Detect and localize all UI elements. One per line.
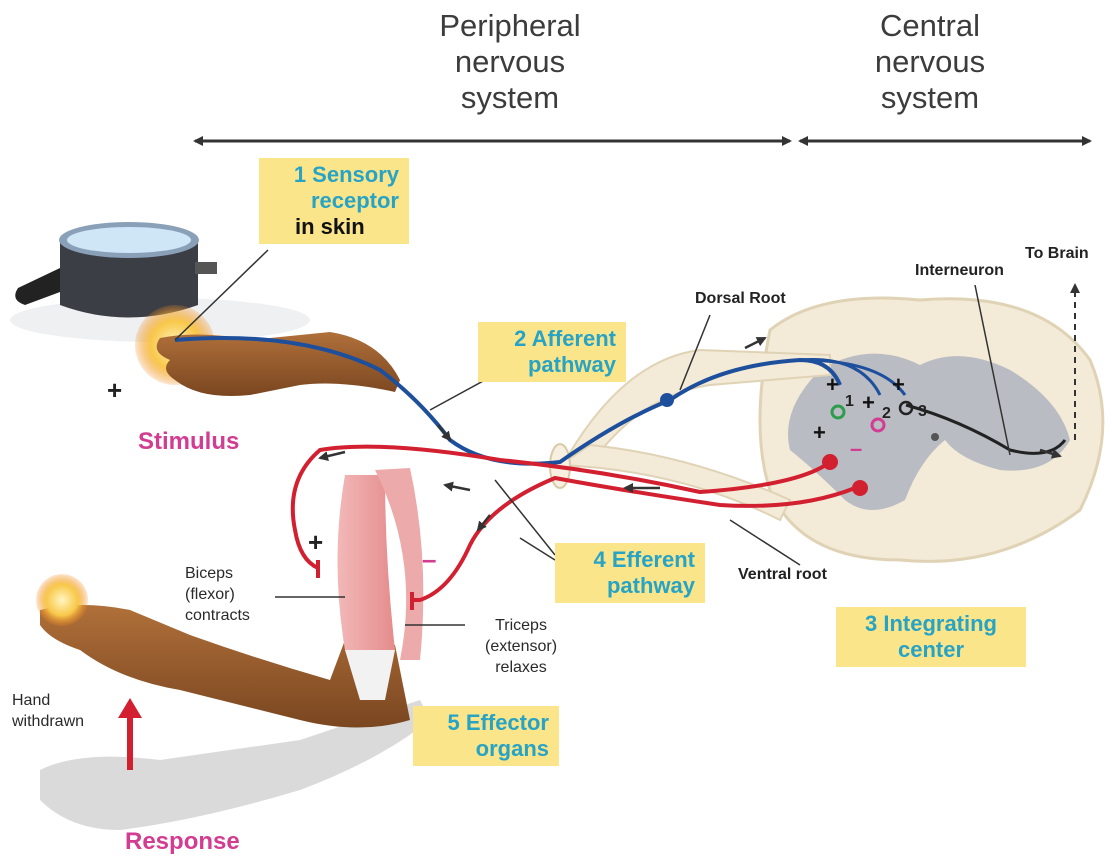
box-sensory-line-2: receptor — [269, 188, 399, 214]
sign-plus-biceps: + — [308, 527, 323, 558]
box-effector-line-1: 5 Effector — [423, 710, 549, 736]
label-triceps-line-1: Triceps — [485, 615, 557, 636]
label-biceps: Biceps (flexor) contracts — [185, 563, 250, 626]
label-response: Response — [125, 828, 240, 856]
label-biceps-line-1: Biceps — [185, 563, 250, 584]
synapse-number-3: 3 — [918, 403, 927, 421]
sign-minus-inhibitory: – — [850, 436, 862, 462]
header-central: Central nervous system — [830, 8, 1030, 116]
arm-muscles — [338, 468, 424, 700]
response-glow — [36, 574, 88, 626]
label-hand-withdrawn-line-1: Hand — [12, 690, 84, 711]
label-dorsal-root: Dorsal Root — [695, 290, 786, 308]
label-to-brain: To Brain — [1025, 245, 1089, 263]
leader-afferent — [430, 380, 485, 410]
sign-plus-synapse-2: + — [862, 390, 875, 416]
label-triceps-line-2: (extensor) — [485, 636, 557, 657]
sign-plus-motor: + — [813, 420, 826, 446]
sign-plus-synapse-1: + — [826, 372, 839, 398]
label-biceps-line-3: contracts — [185, 605, 250, 626]
box-sensory-receptor: 1 Sensory receptor in skin — [259, 158, 409, 244]
box-integrating-center: 3 Integrating center — [836, 607, 1026, 667]
box-efferent-line-1: 4 Efferent — [565, 547, 695, 573]
box-efferent: 4 Efferent pathway — [555, 543, 705, 603]
label-hand-withdrawn-line-2: withdrawn — [12, 711, 84, 732]
spinal-cord — [760, 298, 1103, 561]
box-integrating-line-1: 3 Integrating — [846, 611, 1016, 637]
box-integrating-line-2: center — [846, 637, 1016, 663]
label-triceps: Triceps (extensor) relaxes — [485, 615, 557, 678]
box-effector-organs: 5 Effector organs — [413, 706, 559, 766]
motor-neuron-flexor — [822, 454, 838, 470]
label-triceps-line-3: relaxes — [485, 657, 557, 678]
sign-minus-triceps: – — [422, 544, 436, 575]
header-central-line-1: Central — [830, 8, 1030, 44]
label-interneuron: Interneuron — [915, 262, 1004, 280]
box-efferent-line-2: pathway — [565, 573, 695, 599]
box-effector-line-2: organs — [423, 736, 549, 762]
box-sensory-line-1: 1 Sensory — [269, 162, 399, 188]
motor-neuron-extensor — [852, 480, 868, 496]
leader-ventral — [730, 520, 800, 565]
label-biceps-line-2: (flexor) — [185, 584, 250, 605]
label-hand-withdrawn: Hand withdrawn — [12, 690, 84, 732]
header-peripheral-line-1: Peripheral — [400, 8, 620, 44]
synapse-number-1: 1 — [845, 393, 854, 411]
header-peripheral: Peripheral nervous system — [400, 8, 620, 116]
sign-plus-stimulus: + — [107, 375, 122, 406]
box-afferent-line-1: 2 Afferent — [488, 326, 616, 352]
header-central-line-3: system — [830, 80, 1030, 116]
synapse-number-2: 2 — [882, 405, 891, 423]
label-stimulus: Stimulus — [138, 428, 239, 456]
header-peripheral-line-3: system — [400, 80, 620, 116]
label-ventral-root: Ventral root — [738, 566, 827, 584]
header-peripheral-line-2: nervous — [400, 44, 620, 80]
ventral-root — [560, 445, 790, 520]
box-afferent: 2 Afferent pathway — [478, 322, 626, 382]
header-central-line-2: nervous — [830, 44, 1030, 80]
box-afferent-line-2: pathway — [488, 352, 616, 378]
box-sensory-line-3: in skin — [269, 214, 399, 240]
sign-plus-synapse-3: + — [892, 372, 905, 398]
dorsal-root-ganglion — [660, 393, 674, 407]
